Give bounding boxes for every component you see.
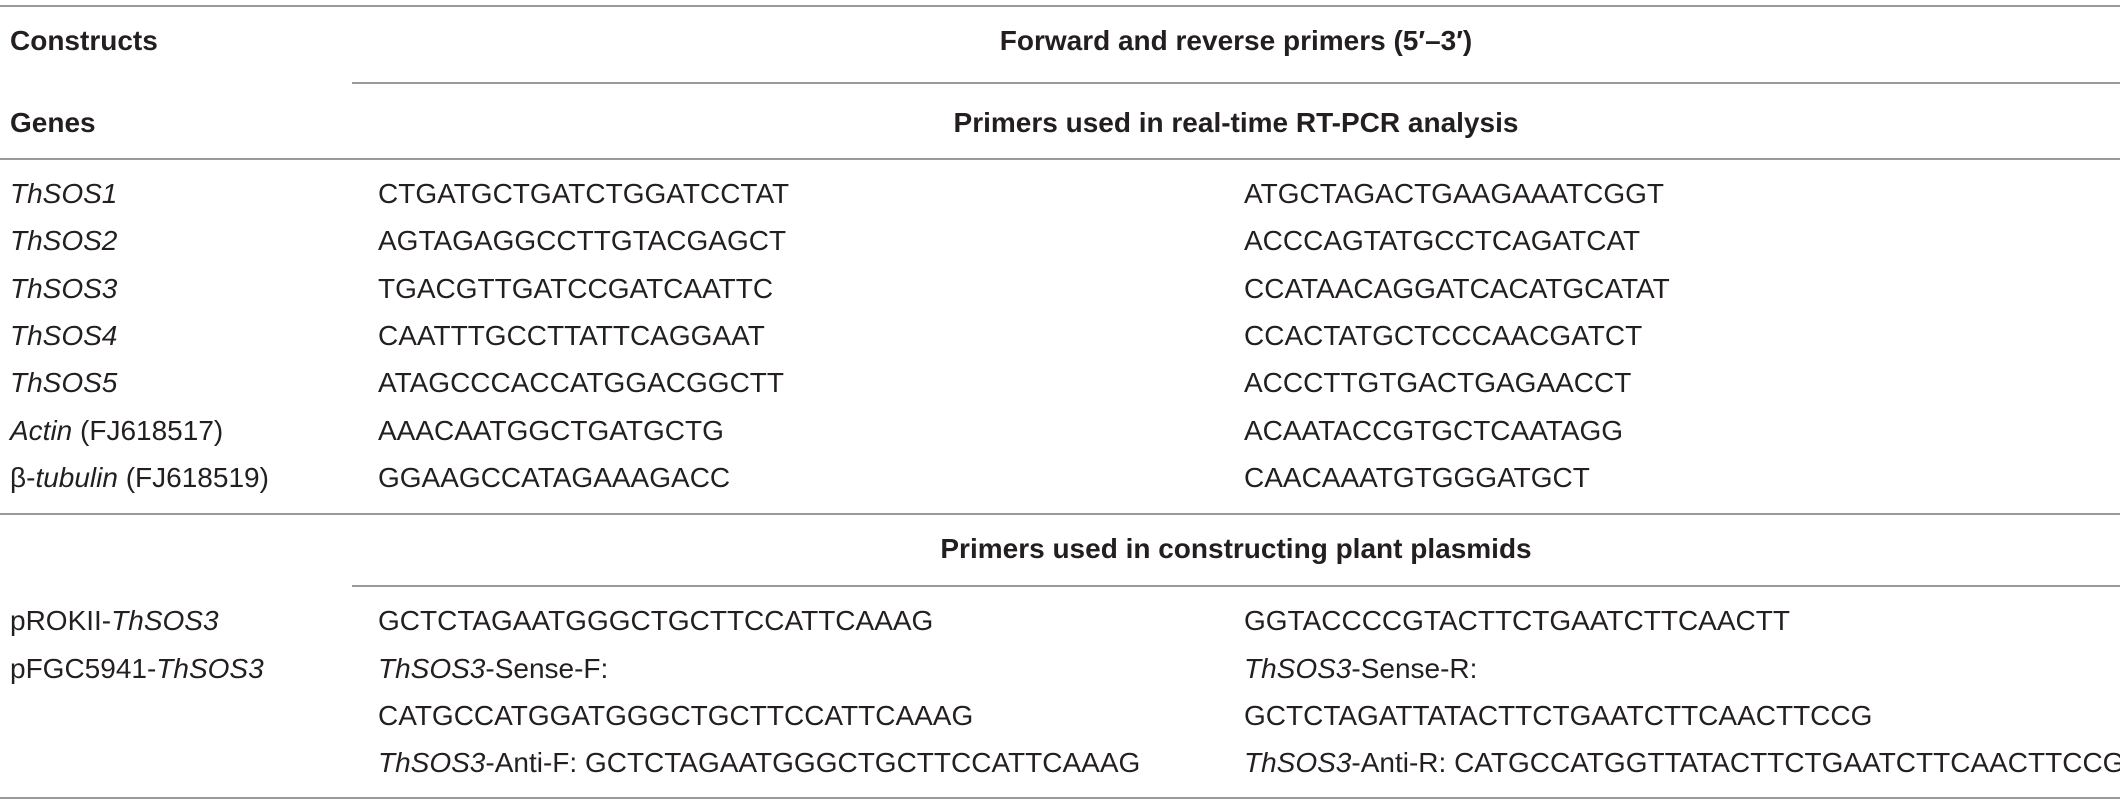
reverse-primer: ATGCTAGACTGAAGAAATCGGT [1244, 178, 1665, 209]
gene-name: ThSOS2 [10, 224, 117, 258]
gene-name: ThSOS3 [10, 272, 117, 306]
gene-name: ThSOS1 [10, 177, 117, 211]
primer-label: -Sense-R: [1351, 653, 1478, 684]
top-rule [0, 5, 2120, 7]
gene-italic: Actin [10, 415, 73, 446]
rt-pcr-section-title: Primers used in real-time RT-PCR analysi… [953, 107, 1519, 138]
gene-italic: ThSOS3 [10, 273, 118, 304]
gene-suffix: (FJ618519) [117, 462, 269, 493]
gene-name: ThSOS5 [10, 366, 117, 400]
constructs-header: Constructs [10, 25, 158, 56]
gene-italic: ThSOS5 [10, 367, 118, 398]
header-bottom-rule [0, 158, 2120, 160]
genes-header: Genes [10, 107, 96, 138]
forward-primer: CTGATGCTGATCTGGATCCTAT [378, 178, 790, 209]
header-subrule [352, 82, 2120, 84]
gene-prefix: β- [10, 462, 36, 493]
construct-gene: ThSOS3 [111, 605, 219, 636]
sense-f-label: ThSOS3-Sense-F: [378, 652, 608, 686]
forward-primer: GCTCTAGAATGGGCTGCTTCCATTCAAAG [378, 605, 934, 636]
forward-primer: CAATTTGCCTTATTCAGGAAT [378, 320, 765, 351]
gene-italic: ThSOS4 [10, 320, 118, 351]
reverse-primer: CCATAACAGGATCACATGCATAT [1244, 273, 1670, 304]
primers-header: Forward and reverse primers (5′–3′) [999, 25, 1473, 56]
anti-f-primer: ThSOS3-Anti-F: GCTCTAGAATGGGCTGCTTCCATTC… [378, 746, 1140, 780]
gene-italic: ThSOS2 [10, 225, 118, 256]
forward-primer: TGACGTTGATCCGATCAATTC [378, 273, 774, 304]
gene-name: β-tubulin (FJ618519) [10, 461, 269, 495]
reverse-primer: ACAATACCGTGCTCAATAGG [1244, 415, 1624, 446]
construct-prefix: pFGC5941- [10, 653, 157, 684]
anti-r-primer: ThSOS3-Anti-R: CATGCCATGGTTATACTTCTGAATC… [1244, 746, 2120, 780]
reverse-primer: ACCCAGTATGCCTCAGATCAT [1244, 225, 1641, 256]
reverse-primer: CAACAAATGTGGGATGCT [1244, 462, 1590, 493]
sense-r-label: ThSOS3-Sense-R: [1244, 652, 1477, 686]
forward-primer: AAACAATGGCTGATGCTG [378, 415, 724, 446]
construct-name: pFGC5941-ThSOS3 [10, 652, 264, 686]
primer-gene: ThSOS3 [1244, 747, 1352, 778]
gene-name: Actin (FJ618517) [10, 414, 223, 448]
sense-f-sequence: CATGCCATGGATGGGCTGCTTCCATTCAAAG [378, 700, 974, 731]
sense-r-sequence: GCTCTAGATTATACTTCTGAATCTTCAACTTCCG [1244, 700, 1873, 731]
gene-suffix: (FJ618517) [72, 415, 224, 446]
construct-gene: ThSOS3 [156, 653, 264, 684]
primer-gene: ThSOS3 [1244, 653, 1352, 684]
gene-name: ThSOS4 [10, 319, 117, 353]
primer-label: -Sense-F: [485, 653, 609, 684]
primer-gene: ThSOS3 [378, 747, 486, 778]
plasmid-section-title: Primers used in constructing plant plasm… [940, 533, 1532, 564]
gene-italic: ThSOS1 [10, 178, 118, 209]
construct-name: pROKII-ThSOS3 [10, 604, 219, 638]
plasmid-subrule [352, 585, 2120, 587]
forward-primer: AGTAGAGGCCTTGTACGAGCT [378, 225, 787, 256]
primer-gene: ThSOS3 [378, 653, 486, 684]
forward-primer: ATAGCCCACCATGGACGGCTT [378, 367, 784, 398]
bottom-rule [0, 797, 2120, 799]
primer-label: -Anti-F: GCTCTAGAATGGGCTGCTTCCATTCAAAG [485, 747, 1141, 778]
reverse-primer: GGTACCCCGTACTTCTGAATCTTCAACTT [1244, 605, 1790, 636]
construct-prefix: pROKII- [10, 605, 112, 636]
forward-primer: GGAAGCCATAGAAAGACC [378, 462, 731, 493]
reverse-primer: CCACTATGCTCCCAACGATCT [1244, 320, 1643, 351]
section-divider-rule [0, 513, 2120, 515]
gene-italic: tubulin [35, 462, 118, 493]
primer-label: -Anti-R: CATGCCATGGTTATACTTCTGAATCTTCAAC… [1351, 747, 2120, 778]
reverse-primer: ACCCTTGTGACTGAGAACCT [1244, 367, 1632, 398]
